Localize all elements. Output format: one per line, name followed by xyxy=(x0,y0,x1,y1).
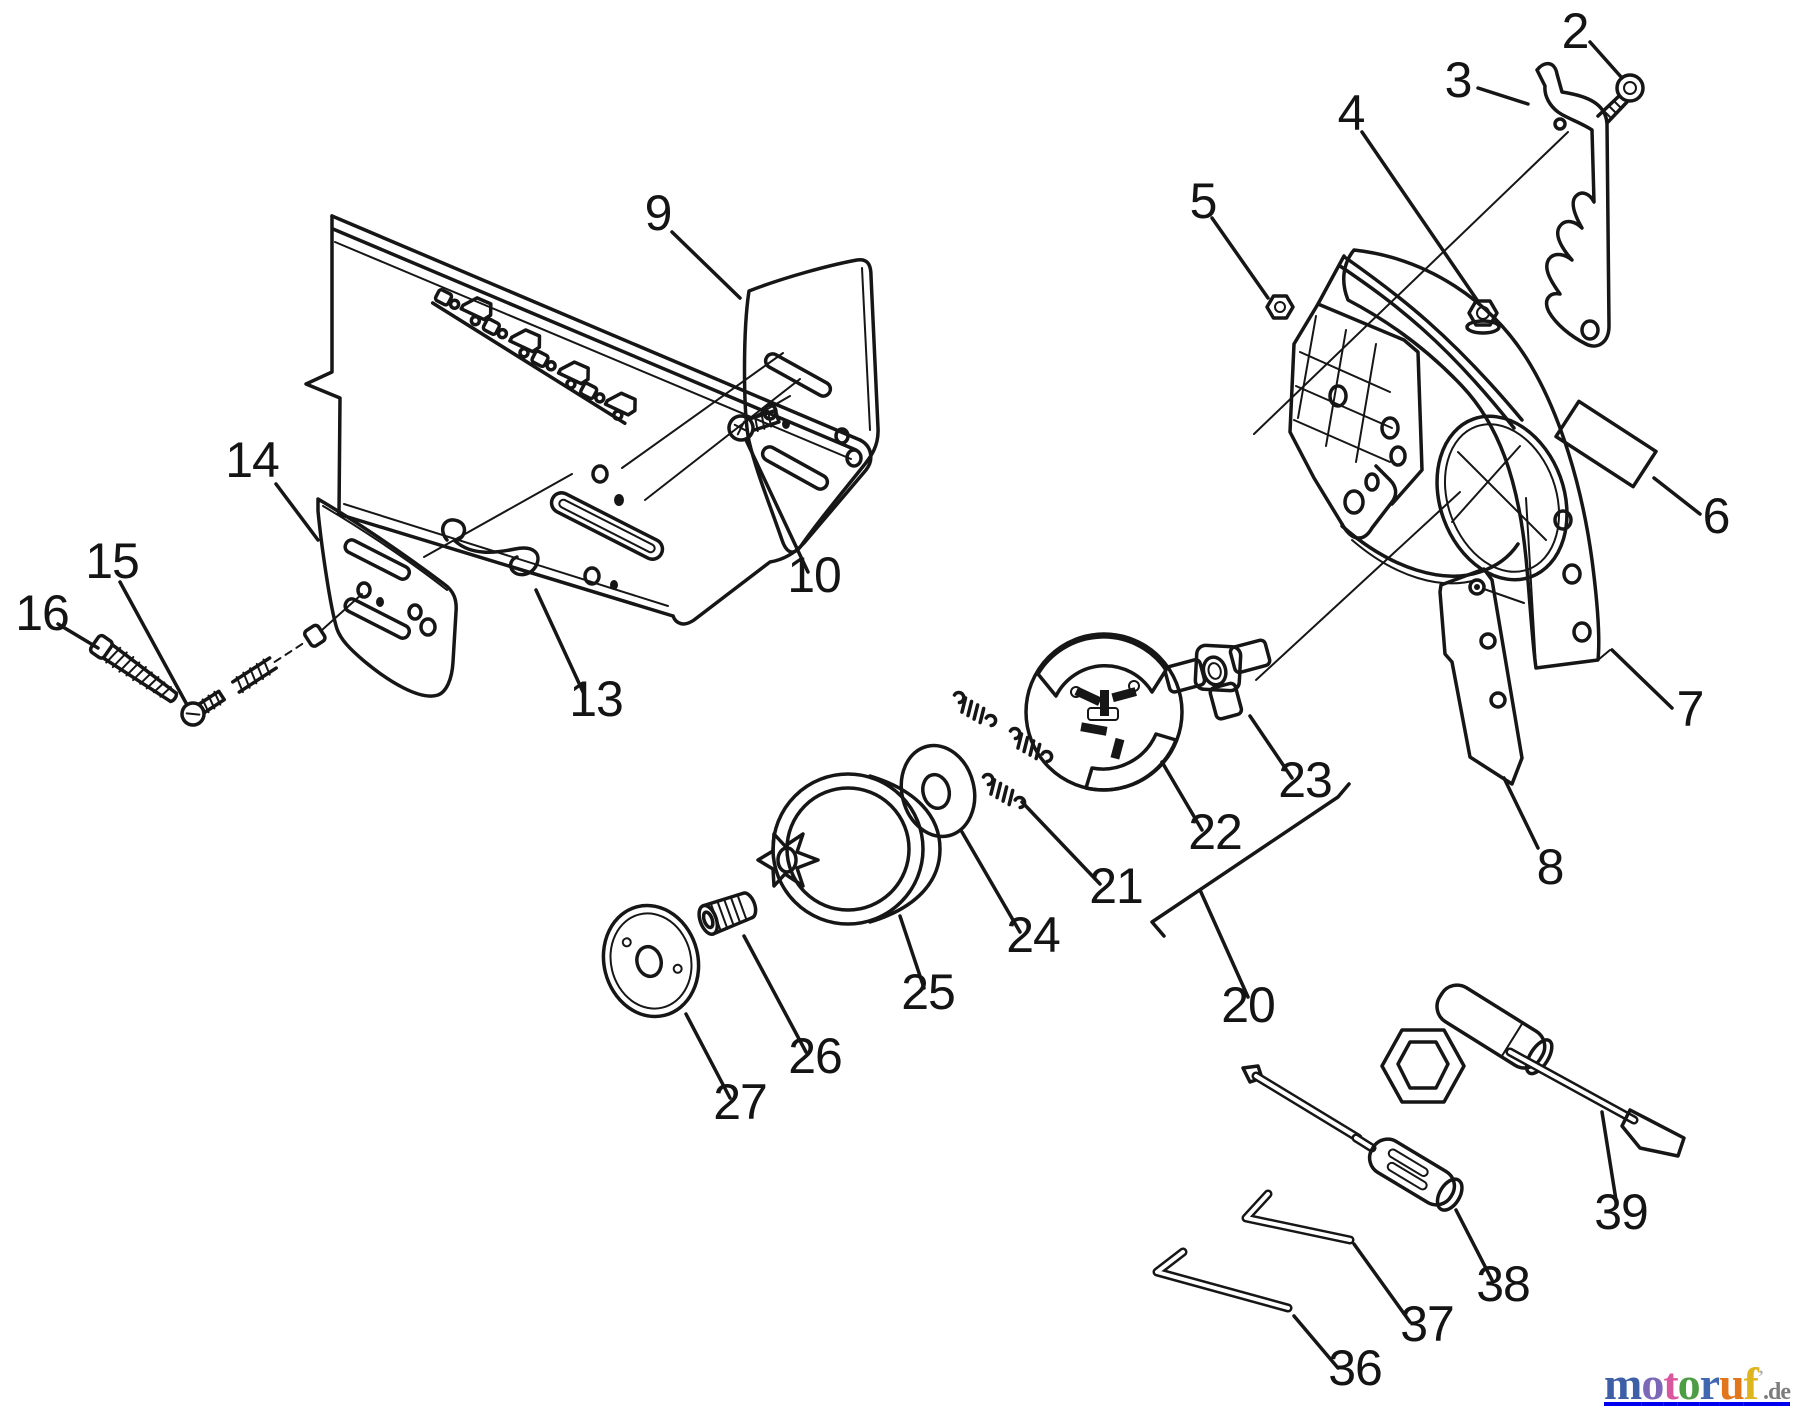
callout-26: 26 xyxy=(788,1028,842,1084)
needle-bearing xyxy=(697,891,758,936)
hex-key-small xyxy=(1241,1189,1355,1245)
clutch-spider xyxy=(1163,638,1272,721)
callout-5: 5 xyxy=(1190,173,1217,229)
brake-arm-cover xyxy=(1341,248,1611,670)
callout-labels: 2 3 4 5 6 7 8 9 10 13 14 15 16 20 21 22 … xyxy=(15,3,1730,1396)
callout-14: 14 xyxy=(225,432,279,488)
callout-21: 21 xyxy=(1089,858,1143,914)
callout-22: 22 xyxy=(1188,804,1242,860)
saw-chain-segment xyxy=(430,287,642,426)
logo-letter: m xyxy=(1604,1358,1642,1409)
logo-tick: ’ xyxy=(1758,1366,1764,1387)
callout-37: 37 xyxy=(1400,1296,1454,1352)
callout-6: 6 xyxy=(1703,488,1730,544)
callout-25: 25 xyxy=(901,964,955,1020)
callout-9: 9 xyxy=(645,185,672,241)
logo-letter: o xyxy=(1641,1358,1664,1409)
clutch-shoes xyxy=(1024,632,1184,792)
callout-3: 3 xyxy=(1445,52,1472,108)
callout-27: 27 xyxy=(713,1074,767,1130)
callout-38: 38 xyxy=(1476,1256,1530,1312)
callout-36: 36 xyxy=(1328,1340,1382,1396)
callout-23: 23 xyxy=(1278,752,1332,808)
inner-side-plate xyxy=(1438,567,1525,786)
callout-39: 39 xyxy=(1594,1184,1648,1240)
callout-8: 8 xyxy=(1537,839,1564,895)
callout-7: 7 xyxy=(1677,681,1704,737)
callout-16: 16 xyxy=(15,585,69,641)
logo-letter: f xyxy=(1743,1358,1759,1409)
socket-wrench xyxy=(1380,983,1686,1158)
cover-washer xyxy=(601,903,701,1019)
callout-15: 15 xyxy=(85,533,139,589)
screwdriver xyxy=(1241,1064,1464,1212)
brake-housing xyxy=(1288,254,1569,585)
inner-guide-plate xyxy=(742,257,880,554)
callout-2: 2 xyxy=(1562,3,1589,59)
clutch-drum-sprocket xyxy=(756,772,942,926)
logo-letter: r xyxy=(1699,1358,1720,1409)
motoruf-logo-letters: motoruf xyxy=(1604,1358,1759,1409)
callout-20: 20 xyxy=(1221,977,1275,1033)
bar-nut-screw xyxy=(180,689,226,727)
assembly-alignment-lines xyxy=(423,352,801,558)
logo-letter: t xyxy=(1663,1358,1678,1409)
stud-align-line xyxy=(321,593,363,631)
hex-key-large xyxy=(1152,1247,1293,1313)
callout-13: 13 xyxy=(569,671,623,727)
tensioner-hook xyxy=(441,518,540,577)
clutch-springs xyxy=(947,688,1058,813)
logo-suffix: .de xyxy=(1763,1379,1791,1405)
bar-stud-hidden xyxy=(230,623,327,694)
bar-stud xyxy=(88,633,179,704)
hex-nut xyxy=(1265,294,1295,320)
motoruf-logo[interactable]: motoruf’.de xyxy=(1604,1357,1791,1410)
outer-guide-plate xyxy=(316,497,458,698)
callout-24: 24 xyxy=(1006,907,1060,963)
group-bracket-20 xyxy=(1150,782,1351,999)
spike-bumper xyxy=(1535,61,1611,348)
callout-4: 4 xyxy=(1338,85,1365,141)
flange-nut xyxy=(1465,299,1501,335)
label-decal xyxy=(1554,399,1658,489)
logo-letter: o xyxy=(1677,1358,1701,1409)
guide-bar xyxy=(304,214,873,626)
callout-10: 10 xyxy=(787,547,841,603)
bolt-axis-line xyxy=(1253,131,1569,435)
logo-letter: u xyxy=(1719,1358,1745,1409)
spike-bolt xyxy=(1596,73,1645,124)
leader-lines xyxy=(56,40,1702,1370)
